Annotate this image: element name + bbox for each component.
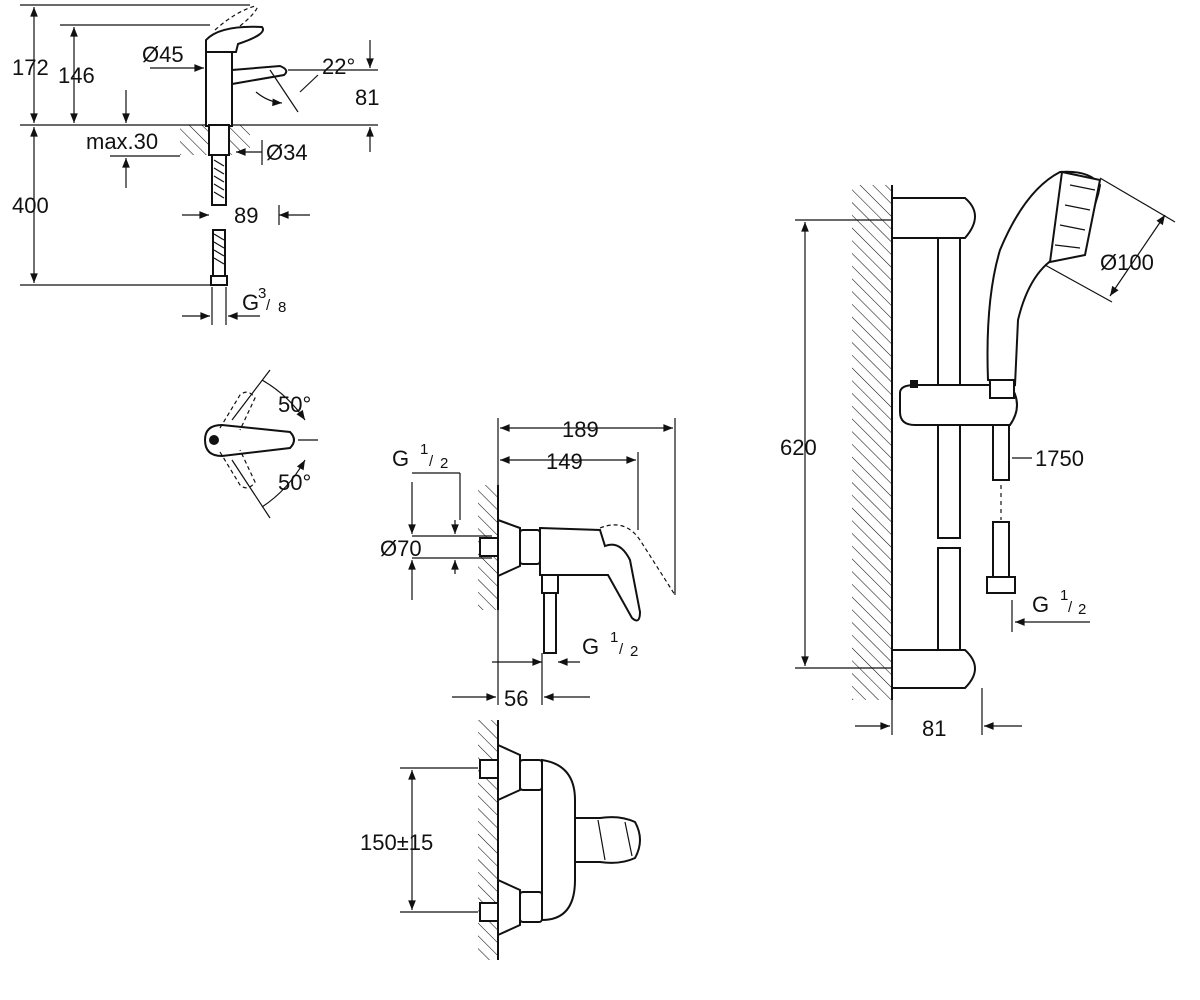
dim-angle-22: 22° bbox=[322, 54, 355, 79]
dim-56: 56 bbox=[504, 686, 528, 711]
dim-81-rail: 81 bbox=[922, 716, 946, 741]
dim-400: 400 bbox=[12, 193, 49, 218]
shower-mixer-side-view: 189 149 G 1 2 / Ø70 G 1 2 / 56 bbox=[380, 417, 676, 711]
dim-g-3-8-numerator: 3 bbox=[258, 285, 266, 302]
dim-89: 89 bbox=[234, 203, 258, 228]
dim-g-1-2-bottom-numerator: 1 bbox=[610, 629, 618, 646]
dim-146: 146 bbox=[58, 63, 95, 88]
dim-g-1-2-bottom: G bbox=[582, 634, 599, 659]
dim-g-1-2-top-numerator: 1 bbox=[420, 441, 428, 458]
shower-mixer-front-view: 150±15 bbox=[360, 720, 641, 960]
svg-text:/: / bbox=[619, 641, 624, 658]
dim-g-1-2-top-denominator: 2 bbox=[440, 455, 448, 472]
dim-g-1-2-hose-numerator: 1 bbox=[1060, 587, 1068, 604]
basin-mixer-drawing: 172 146 Ø45 22° 81 max.30 Ø34 400 89 G 3… bbox=[12, 4, 379, 325]
dim-g-3-8-denominator: 8 bbox=[278, 299, 286, 316]
svg-text:/: / bbox=[429, 453, 434, 470]
lever-top-view: 50° 50° bbox=[203, 369, 318, 519]
dim-149: 149 bbox=[546, 449, 583, 474]
dim-g-1-2-bottom-denominator: 2 bbox=[630, 643, 638, 660]
dim-max-30: max.30 bbox=[86, 129, 158, 154]
dim-g-1-2-hose: G bbox=[1032, 592, 1049, 617]
svg-text:/: / bbox=[1068, 599, 1073, 616]
dim-diameter-34: Ø34 bbox=[266, 140, 308, 165]
dim-diameter-45: Ø45 bbox=[142, 42, 184, 67]
dim-150-tolerance: 150±15 bbox=[360, 830, 433, 855]
dim-angle-50-down: 50° bbox=[278, 470, 311, 495]
dim-172: 172 bbox=[12, 55, 49, 80]
dim-g-3-8: G bbox=[242, 290, 259, 315]
dim-diameter-100: Ø100 bbox=[1100, 250, 1154, 275]
dim-g-1-2-top: G bbox=[392, 446, 409, 471]
shower-set-drawing: 620 Ø100 1750 G 1 2 / 81 bbox=[780, 170, 1176, 741]
dim-angle-50-up: 50° bbox=[278, 392, 311, 417]
dim-189: 189 bbox=[562, 417, 599, 442]
dim-620: 620 bbox=[780, 435, 817, 460]
svg-text:/: / bbox=[266, 297, 271, 314]
dim-81-height: 81 bbox=[355, 85, 379, 110]
dim-diameter-70: Ø70 bbox=[380, 536, 422, 561]
dim-g-1-2-hose-denominator: 2 bbox=[1078, 601, 1086, 618]
dim-1750: 1750 bbox=[1035, 446, 1084, 471]
